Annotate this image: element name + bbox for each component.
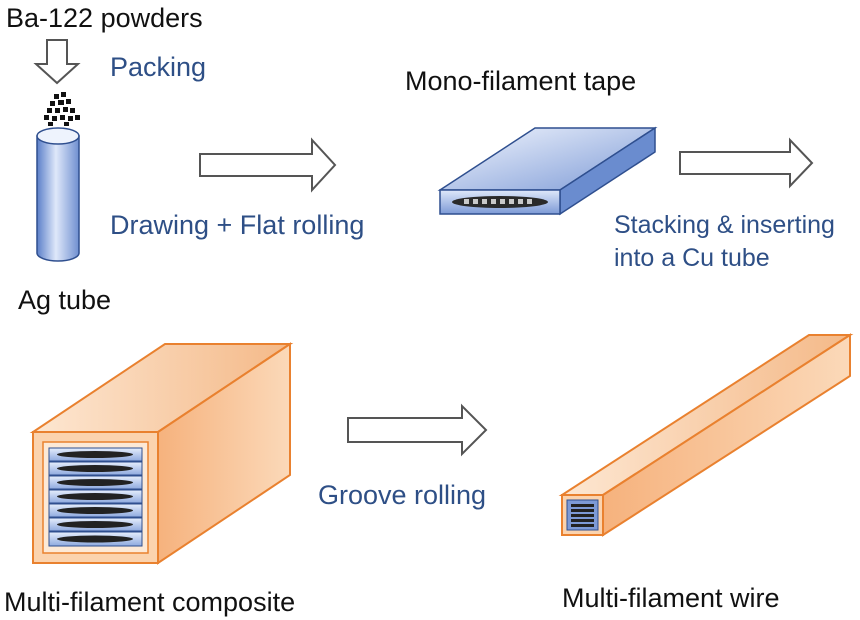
label-mono-filament-tape: Mono-filament tape xyxy=(405,66,637,96)
label-multi-filament-composite: Multi-filament composite xyxy=(4,587,296,617)
label-drawing-flat-rolling: Drawing + Flat rolling xyxy=(110,210,365,240)
ag-tube xyxy=(36,127,80,262)
label-stacking-line2: into a Cu tube xyxy=(614,244,770,272)
multi-filament-composite xyxy=(29,342,294,565)
right-arrow-icon xyxy=(347,403,488,457)
powder-particles xyxy=(44,92,80,126)
label-ag-tube: Ag tube xyxy=(18,285,112,315)
label-groove-rolling: Groove rolling xyxy=(318,480,487,510)
label-stacking-line1: Stacking & inserting xyxy=(614,211,835,239)
label-packing: Packing xyxy=(110,52,207,82)
right-arrow-icon xyxy=(199,137,337,193)
label-powders: Ba-122 powders xyxy=(6,3,203,33)
mono-filament-tape xyxy=(437,126,658,216)
label-multi-filament-wire: Multi-filament wire xyxy=(562,583,780,613)
filament-layers xyxy=(48,447,143,547)
down-arrow-icon xyxy=(33,39,81,85)
right-arrow-icon xyxy=(679,137,814,189)
multi-filament-wire xyxy=(558,333,854,537)
